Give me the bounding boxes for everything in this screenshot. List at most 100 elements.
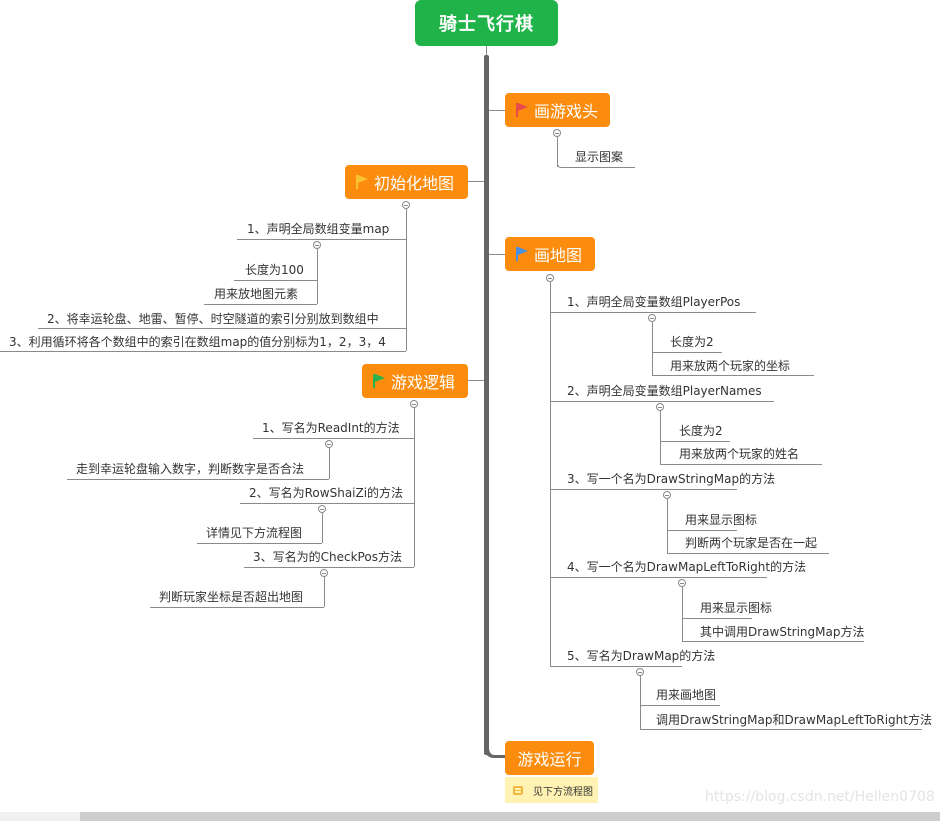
leaf-underline	[204, 304, 317, 305]
root-connector	[486, 46, 487, 56]
connector-game-logic	[468, 380, 484, 381]
topic-draw-map[interactable]: 画地图	[505, 237, 595, 271]
leaf: 用来显示图标	[700, 601, 773, 615]
leaf-underline	[550, 489, 737, 490]
collapse-toggle[interactable]	[636, 668, 644, 676]
leaf-underline	[667, 553, 829, 554]
leaf-underline	[652, 352, 722, 353]
draw-map-item-5: 5、写名为DrawMap的方法	[567, 649, 716, 663]
collapse-toggle[interactable]	[663, 491, 671, 499]
leaf: 走到幸运轮盘输入数字，判断数字是否合法	[76, 462, 305, 476]
horizontal-scrollbar-thumb[interactable]	[80, 812, 940, 821]
connector-init-map	[468, 181, 484, 182]
collapse-toggle[interactable]	[648, 314, 656, 322]
branch-line	[640, 676, 641, 730]
collapse-toggle[interactable]	[678, 579, 686, 587]
init-item-2: 2、将幸运轮盘、地雷、暂停、时空隧道的索引分别放到数组中	[47, 312, 379, 326]
leaf: 判断两个玩家是否在一起	[685, 536, 818, 550]
topic-game-run[interactable]: 游戏运行	[505, 741, 594, 775]
root-topic[interactable]: 骑士飞行棋	[415, 0, 558, 46]
green-flag-icon	[372, 373, 386, 389]
watermark: https://blog.csdn.net/Hellen0708	[705, 789, 935, 805]
leaf-underline	[652, 375, 814, 376]
draw-map-item-1: 1、声明全局变量数组PlayerPos	[567, 295, 741, 309]
collapse-toggle[interactable]	[656, 403, 664, 411]
leaf-underline	[660, 441, 730, 442]
leaf: 调用DrawStringMap和DrawMapLeftToRight方法	[656, 713, 932, 727]
collapse-toggle[interactable]	[546, 274, 554, 282]
collapse-toggle[interactable]	[313, 241, 321, 249]
leaf: 其中调用DrawStringMap方法	[700, 625, 865, 639]
draw-map-item-2: 2、声明全局变量数组PlayerNames	[567, 384, 762, 398]
leaf: 详情见下方流程图	[206, 526, 303, 540]
topic-label: 画地图	[534, 246, 583, 265]
topic-game-logic[interactable]: 游戏逻辑	[362, 364, 468, 398]
branch-line	[406, 209, 407, 351]
logic-item-3: 3、写名为的CheckPos方法	[253, 550, 402, 564]
leaf: 判断玩家坐标是否超出地图	[159, 590, 304, 604]
leaf-underline	[682, 641, 864, 642]
branch-line	[652, 322, 653, 375]
branch-line	[557, 137, 558, 167]
leaf: 用来画地图	[656, 688, 717, 702]
leaf-underline	[667, 530, 737, 531]
init-item-1: 1、声明全局数组变量map	[247, 222, 390, 236]
leaf: 用来显示图标	[685, 513, 758, 527]
topic-label: 初始化地图	[374, 174, 455, 193]
leaf-show-pattern: 显示图案	[575, 150, 624, 164]
topic-draw-header[interactable]: 画游戏头	[505, 93, 610, 127]
leaf-underline	[67, 479, 329, 480]
leaf-underline	[550, 312, 756, 313]
topic-label: 游戏逻辑	[391, 373, 456, 392]
note-icon	[513, 785, 523, 795]
connector-draw-header	[489, 110, 505, 111]
branch-line	[667, 499, 668, 553]
leaf-underline	[197, 543, 322, 544]
collapse-toggle[interactable]	[320, 569, 328, 577]
yellow-flag-icon	[355, 174, 369, 190]
main-trunk	[484, 55, 489, 755]
collapse-toggle[interactable]	[325, 440, 333, 448]
leaf: 用来放两个玩家的姓名	[679, 447, 800, 461]
collapse-toggle[interactable]	[553, 129, 561, 137]
connector-draw-map	[489, 254, 505, 255]
collapse-toggle[interactable]	[318, 505, 326, 513]
leaf-underline	[150, 607, 324, 608]
leaf-underline	[237, 239, 406, 240]
logic-item-2: 2、写名为RowShaiZi的方法	[249, 486, 404, 500]
leaf-underline	[0, 351, 406, 352]
branch-line	[317, 249, 318, 304]
leaf-underline	[640, 729, 922, 730]
leaf-underline	[550, 666, 682, 667]
collapse-toggle[interactable]	[410, 400, 418, 408]
draw-map-item-4: 4、写一个名为DrawMapLeftToRight的方法	[567, 560, 807, 574]
leaf-underline	[550, 577, 767, 578]
leaf-underline	[565, 167, 635, 168]
leaf: 长度为2	[670, 335, 714, 349]
topic-label: 游戏运行	[517, 750, 582, 769]
topic-init-map[interactable]: 初始化地图	[345, 165, 468, 199]
leaf-underline	[550, 401, 774, 402]
branch-line	[414, 408, 415, 567]
init-item-3: 3、利用循环将各个数组中的索引在数组map的值分别标为1，2，3，4	[9, 335, 386, 349]
branch-line	[550, 282, 551, 666]
note-box[interactable]: 见下方流程图	[505, 777, 598, 803]
logic-item-1: 1、写名为ReadInt的方法	[262, 421, 400, 435]
leaf-underline	[244, 567, 414, 568]
branch-line	[324, 577, 325, 607]
blue-flag-icon	[515, 246, 529, 262]
leaf-underline	[682, 618, 752, 619]
draw-map-item-3: 3、写一个名为DrawStringMap的方法	[567, 472, 776, 486]
leaf: 长度为2	[679, 424, 723, 438]
branch-line	[322, 513, 323, 543]
leaf-underline	[240, 503, 414, 504]
init-item-1-sub-2: 用来放地图元素	[214, 287, 299, 301]
branch-line	[682, 587, 683, 642]
leaf: 用来放两个玩家的坐标	[670, 359, 791, 373]
leaf-underline	[640, 705, 720, 706]
root-title: 骑士飞行棋	[439, 14, 534, 35]
leaf-underline	[38, 328, 406, 329]
leaf-underline	[234, 280, 317, 281]
collapse-toggle[interactable]	[402, 201, 410, 209]
branch-curve	[557, 158, 566, 168]
